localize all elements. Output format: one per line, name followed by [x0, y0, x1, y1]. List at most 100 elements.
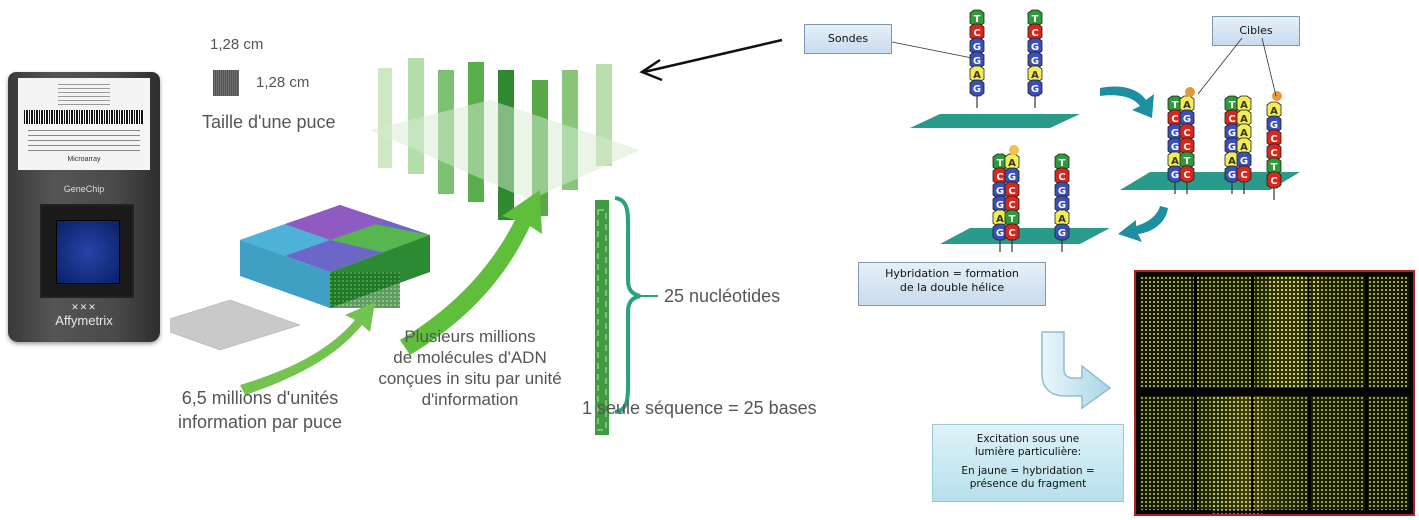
- svg-text:C: C: [1183, 128, 1190, 139]
- svg-text:T: T: [1059, 158, 1066, 169]
- svg-text:A: A: [1270, 106, 1278, 117]
- chip-size-caption: Taille d'une puce: [202, 112, 336, 132]
- svg-text:C: C: [996, 172, 1003, 183]
- sequence-label: 1 seule séquence = 25 bases: [582, 398, 817, 418]
- probe-b-base-1: C: [1027, 23, 1043, 41]
- svg-text:G: G: [1171, 170, 1179, 181]
- svg-text:C: C: [973, 28, 980, 39]
- target-f-base-5: C: [1004, 223, 1020, 241]
- svg-text:A: A: [973, 70, 981, 81]
- svg-text:G: G: [1058, 200, 1066, 211]
- target-e-base-2: C: [1266, 129, 1282, 147]
- svg-text:C: C: [1270, 134, 1277, 145]
- probe-g-base-0: T: [1054, 153, 1070, 171]
- svg-text:C: C: [1228, 114, 1235, 125]
- svg-text:C: C: [1270, 176, 1277, 187]
- svg-text:A: A: [1031, 70, 1039, 81]
- target-label-dot-2: [1272, 91, 1282, 101]
- probe-a-base-1: C: [969, 23, 985, 41]
- svg-text:A: A: [1228, 156, 1236, 167]
- chip-label-top: GeneChip: [63, 184, 105, 194]
- slide-hybridized: [940, 228, 1110, 244]
- teal-arrow-1: [1100, 86, 1154, 118]
- svg-text:G: G: [1270, 120, 1278, 131]
- svg-text:C: C: [1058, 172, 1065, 183]
- svg-text:A: A: [1240, 114, 1248, 125]
- svg-text:T: T: [1032, 14, 1039, 25]
- excitation-callout: Excitation sous une lumière particulière…: [932, 424, 1124, 502]
- barcode: [24, 110, 144, 124]
- svg-text:G: G: [1171, 142, 1179, 153]
- target-e-base-5: C: [1266, 171, 1282, 189]
- target-label-dot-3: [1009, 145, 1019, 155]
- affymetrix-logo: ✕✕✕ Affymetrix: [8, 302, 160, 328]
- molecules-caption: Plusieurs millions de molécules d'ADN co…: [370, 326, 570, 410]
- svg-text:C: C: [1008, 186, 1015, 197]
- svg-text:G: G: [996, 228, 1004, 239]
- hybridation-line-2: de la double hélice: [899, 281, 1005, 294]
- cibles-callout: Cibles: [1212, 16, 1300, 46]
- svg-text:A: A: [1183, 100, 1191, 111]
- svg-text:G: G: [1008, 172, 1016, 183]
- target-c-base-0: A: [1179, 95, 1195, 113]
- probe-g-base-2: G: [1054, 181, 1070, 199]
- probe-g-base-4: A: [1054, 209, 1070, 227]
- target-c-base-4: T: [1179, 151, 1195, 169]
- svg-text:T: T: [1184, 156, 1191, 167]
- probe-g-base-1: C: [1054, 167, 1070, 185]
- molecules-line-2: de molécules d'ADN: [393, 348, 547, 367]
- svg-text:G: G: [973, 56, 981, 67]
- chip-brand: Affymetrix: [55, 313, 113, 328]
- svg-text:T: T: [1009, 214, 1016, 225]
- molecules-line-3: conçues in situ par unité: [378, 369, 562, 388]
- svg-text:G: G: [996, 200, 1004, 211]
- probe-a-base-2: G: [969, 37, 985, 55]
- svg-text:C: C: [1008, 228, 1015, 239]
- units-line-1: 6,5 millions d'unités: [181, 388, 339, 408]
- probe-g-base-5: G: [1054, 223, 1070, 241]
- hybridation-callout: Hybridation = formation de la double hél…: [858, 262, 1046, 306]
- target-e-base-0: A: [1266, 101, 1282, 119]
- green-arrow-2: [400, 190, 542, 355]
- probe-a-base-3: G: [969, 51, 985, 69]
- chip-array-window: [56, 220, 120, 284]
- microarray-scan: [1134, 270, 1415, 516]
- hybridization-schematic: TCGGAGTCGGAGTCGGAGAGCCTCTCGGAGAAAAGCAGCC…: [891, 9, 1300, 252]
- svg-text:T: T: [1271, 162, 1278, 173]
- svg-text:C: C: [1031, 28, 1038, 39]
- chip-size-horizontal: 1,28 cm: [210, 36, 264, 53]
- svg-text:C: C: [1183, 142, 1190, 153]
- svg-text:G: G: [1031, 42, 1039, 53]
- svg-text:T: T: [1172, 100, 1179, 111]
- svg-text:G: G: [1031, 56, 1039, 67]
- target-d-base-5: C: [1236, 165, 1252, 183]
- nucleotides-label: 25 nucléotides: [664, 286, 781, 306]
- nucleotide-brace: [614, 196, 641, 414]
- svg-text:C: C: [1171, 114, 1178, 125]
- excitation-line-4: présence du fragment: [969, 478, 1087, 490]
- green-arrow-1: [240, 302, 375, 395]
- target-e-base-3: C: [1266, 143, 1282, 161]
- chip-small-text: Microarray: [67, 156, 101, 163]
- target-c-base-1: G: [1179, 109, 1195, 127]
- chip-cube: [240, 205, 430, 308]
- chip-size-square: [213, 70, 239, 96]
- excitation-line-2: lumière particulière:: [974, 446, 1082, 458]
- chip-label-sticker: Microarray: [18, 78, 150, 170]
- svg-text:T: T: [1229, 100, 1236, 111]
- molecules-line-4: d'information: [421, 390, 519, 409]
- excitation-line-1: Excitation sous une: [976, 433, 1080, 445]
- units-line-2: information par puce: [177, 412, 343, 432]
- svg-text:A: A: [996, 214, 1004, 225]
- excitation-line-3: En jaune = hybridation =: [961, 465, 1095, 477]
- svg-text:A: A: [1240, 100, 1248, 111]
- target-f-base-4: T: [1004, 209, 1020, 227]
- probe-b-base-4: A: [1027, 65, 1043, 83]
- target-d-base-1: A: [1236, 109, 1252, 127]
- svg-text:G: G: [973, 42, 981, 53]
- target-e-base-1: G: [1266, 115, 1282, 133]
- probe-b-base-0: T: [1027, 9, 1043, 27]
- sondes-callout: Sondes: [804, 24, 892, 54]
- slide-hybridizing: [1120, 172, 1300, 190]
- target-d-base-3: A: [1236, 137, 1252, 155]
